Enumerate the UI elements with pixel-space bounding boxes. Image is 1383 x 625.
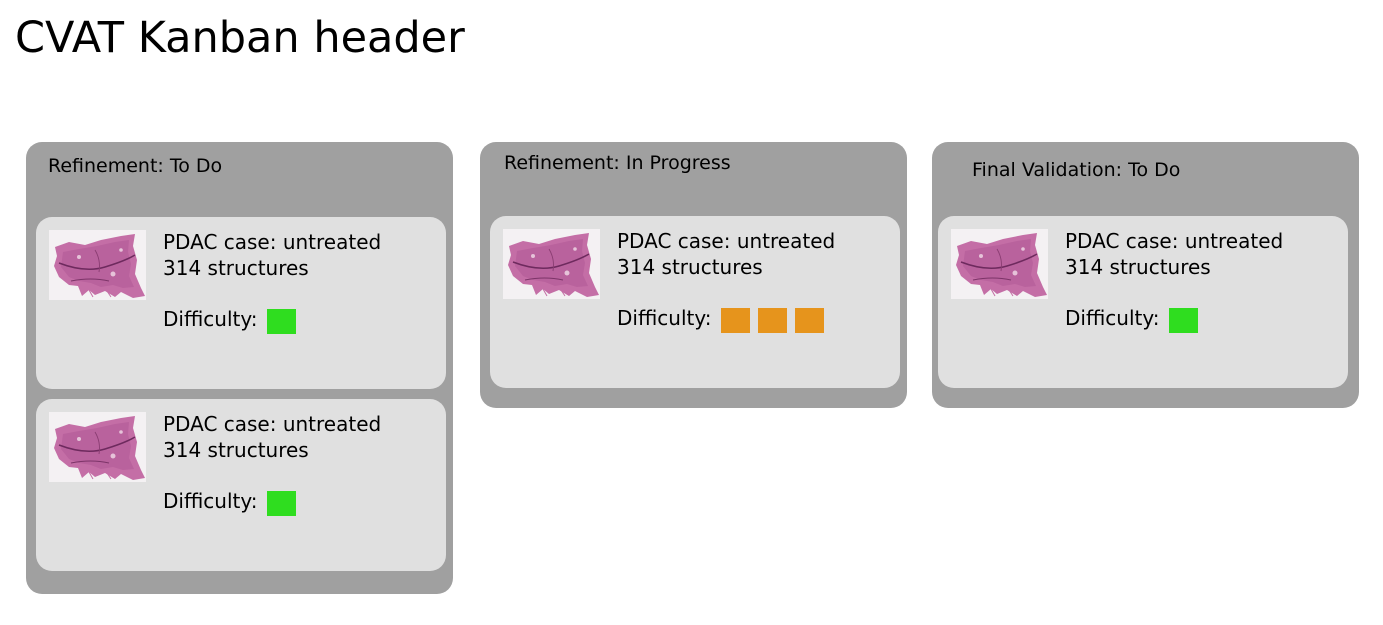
difficulty-label: Difficulty: — [163, 489, 258, 513]
task-card[interactable]: PDAC case: untreated 314 structures Diff… — [490, 216, 900, 388]
difficulty-label: Difficulty: — [617, 306, 712, 330]
difficulty-indicator: Difficulty: — [617, 306, 825, 333]
difficulty-indicator: Difficulty: — [1065, 306, 1199, 333]
structures-count: 314 structures — [617, 255, 763, 279]
page-title: CVAT Kanban header — [15, 13, 465, 63]
difficulty-level-box — [721, 307, 751, 333]
case-label: PDAC case: untreated — [617, 229, 836, 253]
structures-count: 314 structures — [1065, 255, 1211, 279]
difficulty-level-box — [267, 490, 297, 516]
difficulty-level-box — [795, 307, 825, 333]
difficulty-label: Difficulty: — [1065, 306, 1160, 330]
difficulty-level-box — [758, 307, 788, 333]
column-title: Final Validation: To Do — [972, 159, 1181, 181]
structures-count: 314 structures — [163, 256, 309, 280]
tissue-slide-thumbnail-icon — [49, 412, 146, 482]
case-label: PDAC case: untreated — [163, 230, 382, 254]
task-card[interactable]: PDAC case: untreated 314 structures Diff… — [938, 216, 1348, 388]
difficulty-label: Difficulty: — [163, 307, 258, 331]
tissue-slide-thumbnail-icon — [503, 229, 600, 299]
difficulty-level-box — [267, 308, 297, 334]
task-card[interactable]: PDAC case: untreated 314 structures Diff… — [36, 399, 446, 571]
case-label: PDAC case: untreated — [163, 412, 382, 436]
tissue-slide-thumbnail-icon — [49, 230, 146, 300]
kanban-column-refinement-to-do: Refinement: To Do PDAC case: untreated 3… — [26, 142, 453, 594]
column-title: Refinement: To Do — [48, 155, 223, 177]
difficulty-indicator: Difficulty: — [163, 307, 297, 334]
task-card[interactable]: PDAC case: untreated 314 structures Diff… — [36, 217, 446, 389]
difficulty-level-box — [1169, 307, 1199, 333]
difficulty-indicator: Difficulty: — [163, 489, 297, 516]
column-title: Refinement: In Progress — [504, 152, 731, 174]
case-label: PDAC case: untreated — [1065, 229, 1284, 253]
kanban-column-refinement-in-progress: Refinement: In Progress PDAC case: untre… — [480, 142, 907, 408]
structures-count: 314 structures — [163, 438, 309, 462]
tissue-slide-thumbnail-icon — [951, 229, 1048, 299]
kanban-column-final-validation-to-do: Final Validation: To Do PDAC case: untre… — [932, 142, 1359, 408]
